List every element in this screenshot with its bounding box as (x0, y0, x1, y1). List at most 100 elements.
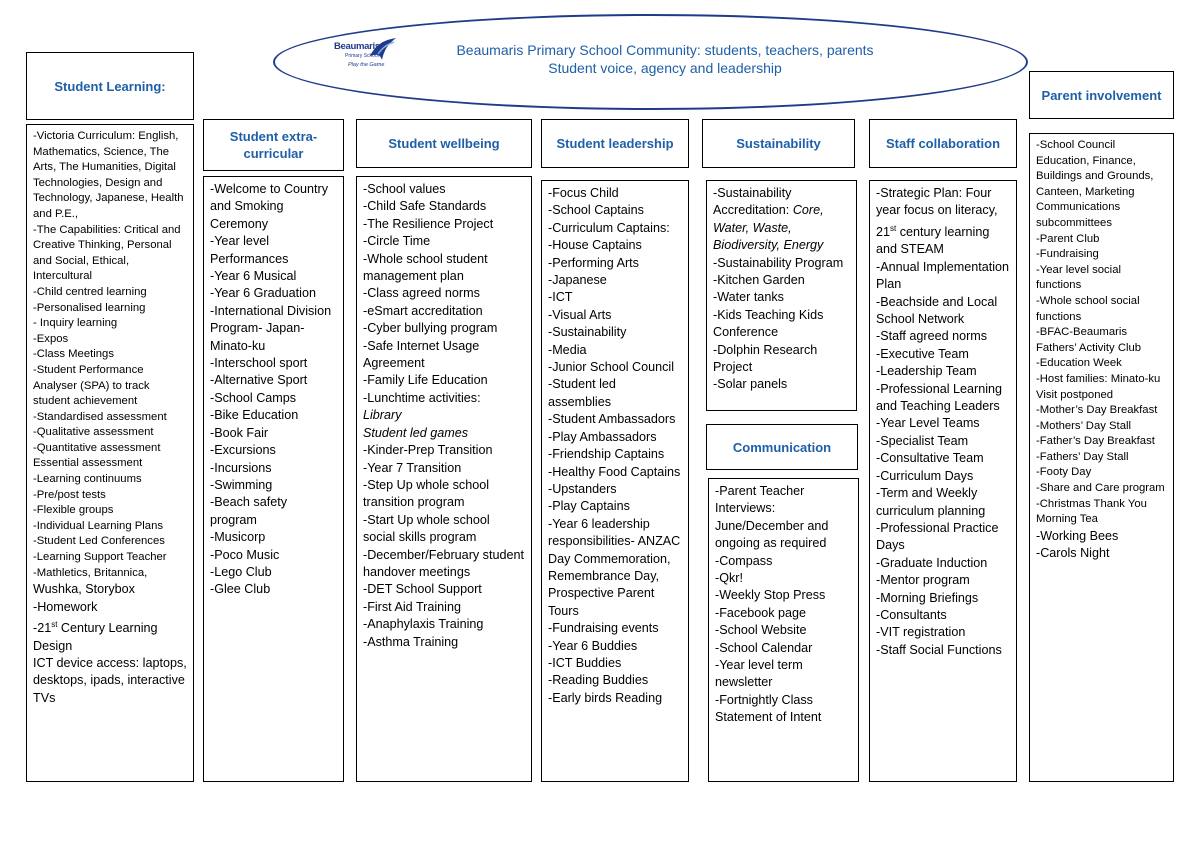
logo-tagline: Play the Game (348, 62, 385, 68)
list-item: -Consultants (876, 607, 947, 622)
list-item: -Consultative Team (876, 451, 984, 466)
communication-items: -Parent Teacher Interviews: June/Decembe… (715, 483, 852, 727)
list-item: -Share and Care program (1036, 482, 1165, 495)
list-item: -Christmas Thank You Morning Tea (1036, 497, 1147, 526)
list-item: -Student Led Conferences (33, 535, 165, 548)
list-item: -School Captains (548, 203, 644, 218)
logo-name: Beaumaris (334, 41, 380, 52)
list-item: -Lunchtime activities: (363, 390, 481, 405)
list-item: -Book Fair (210, 425, 269, 440)
ict-access-item: ICT device access: laptops, desktops, ip… (33, 656, 187, 705)
list-item: -Asthma Training (363, 634, 459, 649)
parent-title: Parent involvement (1041, 87, 1162, 103)
list-item: -Play Captains (548, 499, 630, 514)
staff-header: Staff collaboration (869, 119, 1017, 168)
list-item: -Child centred learning (33, 285, 147, 298)
list-item: -Kids Teaching Kids Conference (713, 307, 824, 340)
list-item: -Father’s Day Breakfast (1036, 435, 1155, 448)
list-item: -Poco Music (210, 547, 280, 562)
list-item: -Alternative Sport (210, 373, 308, 388)
sustainability-header: Sustainability (702, 119, 855, 168)
list-item: -Whole school student management plan (363, 251, 488, 284)
list-item: Essential assessment (33, 457, 143, 470)
wellbeing-items-2: -Kinder-Prep Transition-Year 7 Transitio… (363, 442, 525, 651)
list-item: -Student Ambassadors (548, 412, 676, 427)
list-item: -Graduate Induction (876, 555, 988, 570)
sustainability-title: Sustainability (736, 136, 821, 151)
list-item: -Beach safety program (210, 495, 288, 527)
list-item: -Media (548, 342, 587, 357)
list-item: -Year 6 leadership responsibilities- ANZ… (548, 516, 681, 618)
list-item: -First Aid Training (363, 599, 461, 614)
list-item: Wushka, Storybox (33, 582, 135, 597)
list-item: -School Website (715, 623, 807, 638)
leadership-header: Student leadership (541, 119, 689, 168)
list-item: -The Resilience Project (363, 216, 494, 231)
list-item: - Inquiry learning (33, 317, 118, 330)
student-learning-items: -Victoria Curriculum: English, Mathemati… (33, 129, 187, 581)
list-item: -Interschool sport (210, 356, 308, 371)
list-item: -Focus Child (548, 186, 619, 200)
wellbeing-title: Student wellbeing (388, 136, 500, 151)
wellbeing-items: -School values-Child Safe Standards-The … (363, 181, 525, 407)
list-item: -ICT (548, 290, 573, 305)
list-item: -Reading Buddies (548, 673, 649, 688)
staff-list: -Strategic Plan: Four year focus on lite… (869, 180, 1017, 782)
list-item: -Staff Social Functions (876, 642, 1002, 657)
list-item: -Year Level Teams (876, 416, 980, 431)
communication-list: -Parent Teacher Interviews: June/Decembe… (708, 478, 859, 782)
list-item: -Mentor program (876, 573, 970, 588)
sustainability-list: -Sustainability Accreditation: Core, Wat… (706, 180, 857, 411)
sustainability-items: -Sustainability Program-Kitchen Garden-W… (713, 255, 850, 394)
list-item: -Mother’s Day Breakfast (1036, 404, 1158, 417)
list-item: -School Calendar (715, 640, 813, 655)
list-item: -Student Performance Analyser (SPA) to t… (33, 363, 150, 408)
list-item: -Play Ambassadors (548, 429, 657, 444)
list-item: -Professional Practice Days (876, 520, 999, 553)
list-item: -Standardised assessment (33, 410, 167, 423)
list-item: -Flexible groups (33, 504, 114, 517)
list-item: -Specialist Team (876, 433, 969, 448)
list-item: -DET School Support (363, 582, 482, 597)
list-item: Student led games (363, 425, 469, 440)
list-item: -Executive Team (876, 346, 969, 361)
parent-header: Parent involvement (1029, 71, 1174, 119)
list-item: -Year 6 Buddies (548, 638, 638, 653)
list-item: -Incursions (210, 460, 272, 475)
list-item: -Glee Club (210, 582, 271, 597)
header-line1: Beaumaris Primary School Community: stud… (456, 42, 874, 58)
list-item: -House Captains (548, 238, 642, 253)
list-item: -Circle Time (363, 234, 431, 249)
strategic-plan-item: -Strategic Plan: Four year focus on lite… (876, 186, 998, 257)
list-item: -Japanese (548, 273, 607, 288)
communication-header: Communication (706, 424, 858, 470)
list-item: -Dolphin Research Project (713, 342, 818, 375)
list-item: -School Camps (210, 390, 297, 405)
list-item: -Fortnightly Class Statement of Intent (715, 692, 822, 725)
list-item: -Cyber bullying program (363, 321, 498, 336)
list-item: Library (363, 408, 402, 423)
list-item: -Sustainability (548, 325, 627, 340)
list-item: -Fathers’ Day Stall (1036, 450, 1129, 463)
list-item: -Compass (715, 553, 773, 568)
list-item: -Water tanks (713, 290, 784, 305)
list-item: -Morning Briefings (876, 590, 979, 605)
list-item: -Child Safe Standards (363, 199, 487, 214)
list-item: -Step Up whole school transition program (363, 477, 490, 510)
list-item: -Class agreed norms (363, 286, 480, 301)
list-item: -Parent Teacher Interviews: June/Decembe… (715, 484, 829, 551)
list-item: -Excursions (210, 443, 276, 458)
list-item: -Pre/post tests (33, 488, 106, 501)
list-item: -Beachside and Local School Network (876, 294, 998, 327)
extracurricular-list: -Welcome to Country and Smoking Ceremony… (203, 176, 344, 782)
extracurricular-title: Student extra-curricular (229, 129, 318, 161)
list-item: -Whole school social functions (1036, 294, 1140, 323)
wellbeing-header: Student wellbeing (356, 119, 532, 168)
list-item: -Mothers’ Day Stall (1036, 419, 1132, 432)
list-item: -Qkr! (715, 571, 743, 586)
list-item: -Expos (33, 332, 69, 345)
list-item: -Leadership Team (876, 364, 977, 379)
leadership-list: -Focus Child-School Captains-Curriculum … (541, 180, 689, 782)
parent-items-large: -Working Bees-Carols Night (1036, 528, 1167, 563)
